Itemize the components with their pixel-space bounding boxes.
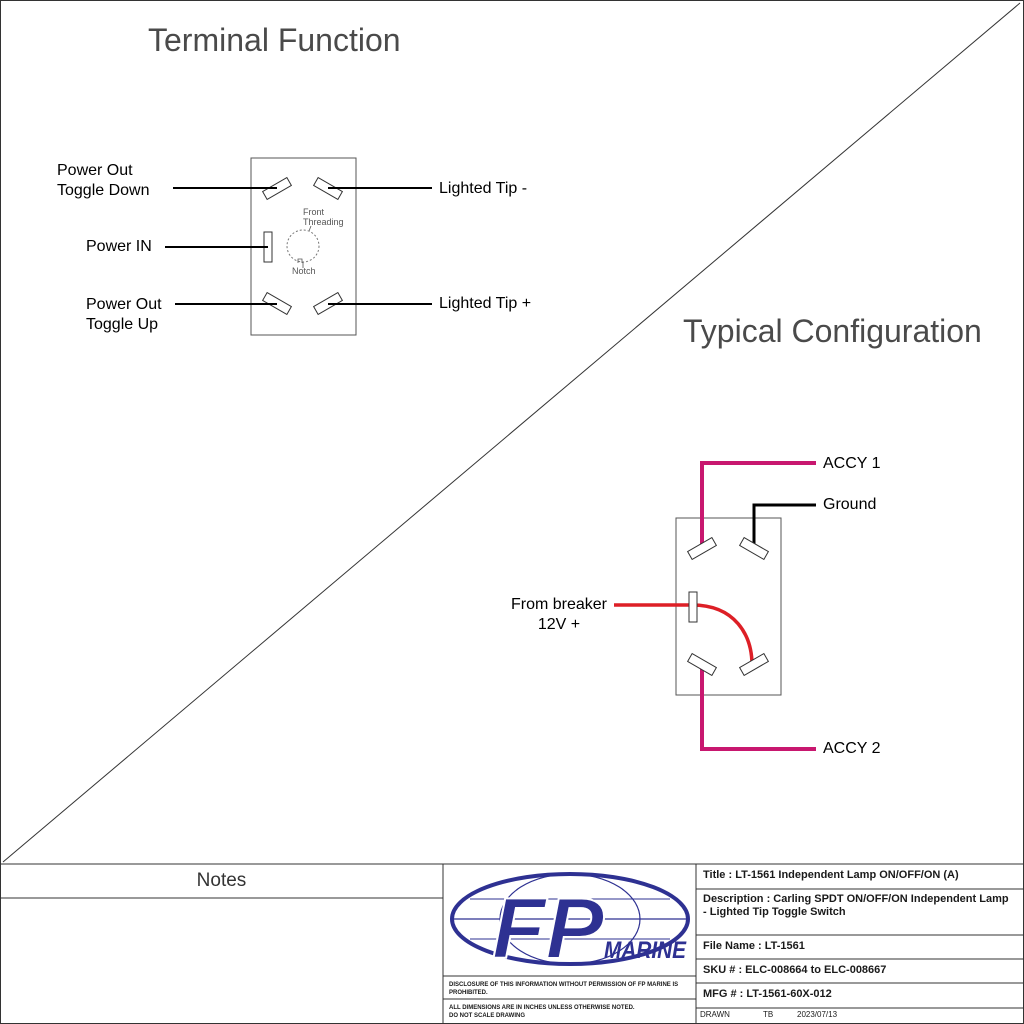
notch-mark [297,258,303,263]
label-from-breaker-line1: From breaker [510,596,608,613]
diagonal-divider [2,2,1021,863]
drawing-description-line2: - Lighted Tip Toggle Switch [703,906,846,918]
label-ground: Ground [823,496,877,513]
config-terminal-top-right [738,536,770,561]
label-lighted-tip-plus: Lighted Tip + [439,295,532,312]
label-power-out-toggle-down-line2: Toggle Down [57,182,150,199]
disclosure-note-line2: PROHIBITED. [449,990,488,996]
label-power-out-toggle-down: Power Out Toggle Down [57,161,150,201]
label-lighted-tip-minus: Lighted Tip - [439,180,528,197]
config-terminal-bottom-left [686,652,718,677]
label-notch: Notch [292,266,316,276]
config-terminal-top-left [686,536,718,561]
threading-pointer [308,225,312,232]
disclosure-note: DISCLOSURE OF THIS INFORMATION WITHOUT P… [449,981,678,997]
label-power-out-toggle-up-line2: Toggle Up [86,316,159,333]
dimensions-note-line1: ALL DIMENSIONS ARE IN INCHES UNLESS OTHE… [449,1005,635,1011]
drawing-title: Title : LT-1561 Independent Lamp ON/OFF/… [703,869,959,881]
wire-accy1 [700,461,816,548]
typical-configuration-heading: Typical Configuration [683,313,982,349]
wire-ground [752,503,816,546]
sku-number: SKU # : ELC-008664 to ELC-008667 [703,964,887,976]
terminal-leader-lines [165,187,432,305]
drawn-label: DRAWN [700,1010,730,1019]
title-block-grid [0,863,1024,1024]
label-front-threading-line2: Threading [303,217,344,227]
logo-brand-text: FP [492,881,605,977]
label-power-in: Power IN [86,238,152,255]
label-from-breaker: From breaker 12V + [507,595,611,635]
label-power-out-toggle-up-line1: Power Out [86,296,162,313]
label-accy2: ACCY 2 [823,740,881,757]
drawn-by: TB [763,1010,774,1019]
disclosure-note-line1: DISCLOSURE OF THIS INFORMATION WITHOUT P… [449,982,679,988]
label-front-threading: Front Threading [303,207,344,227]
wire-accy2 [700,665,816,751]
file-name: File Name : LT-1561 [703,940,805,952]
label-accy1: ACCY 1 [823,455,881,472]
config-terminal-center [688,591,698,623]
mfg-number: MFG # : LT-1561-60X-012 [703,988,832,1000]
label-power-out-toggle-down-line1: Power Out [57,162,133,179]
typical-configuration-switch [614,461,816,751]
label-power-out-toggle-up: Power Out Toggle Up [86,295,162,335]
fp-marine-logo: FP MARINE [450,872,690,978]
notes-label: Notes [196,870,247,891]
config-terminal-bottom-right [738,652,770,677]
dimensions-note-line2: DO NOT SCALE DRAWING [449,1013,525,1019]
drawn-date: 2023/07/13 [797,1010,838,1019]
drawing-description-line1: Description : Carling SPDT ON/OFF/ON Ind… [703,893,1009,905]
dimensions-note: ALL DIMENSIONS ARE IN INCHES UNLESS OTHE… [449,1004,635,1020]
label-front-threading-line1: Front [303,207,325,217]
terminal-function-heading: Terminal Function [148,22,401,58]
label-from-breaker-line2: 12V + [537,616,581,633]
drawing-description: Description : Carling SPDT ON/OFF/ON Ind… [703,893,1009,919]
logo-name-text: MARINE [604,937,687,964]
